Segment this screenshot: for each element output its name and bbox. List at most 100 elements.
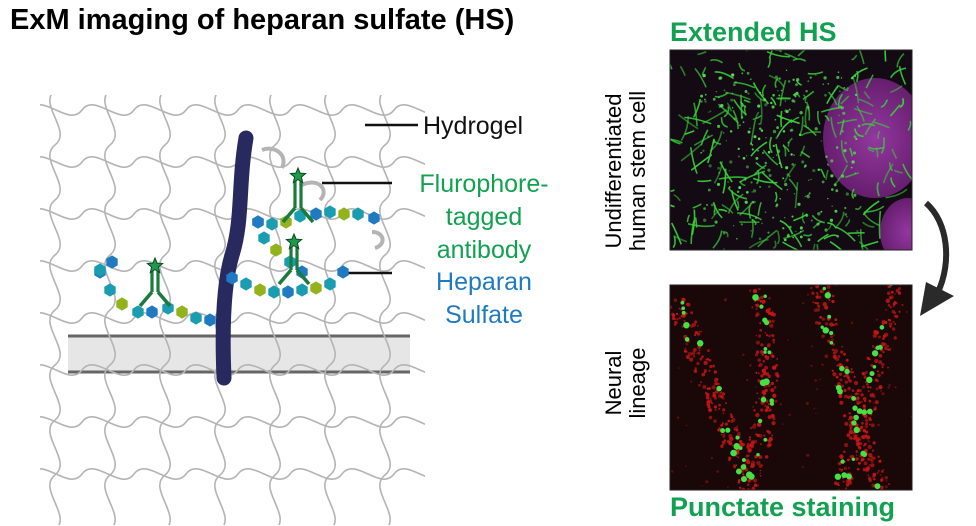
background-speck <box>802 302 805 305</box>
hs-speck <box>750 142 753 145</box>
hs-speck <box>791 215 794 218</box>
hs-speck <box>858 235 860 237</box>
neurite-speck <box>752 289 758 294</box>
hs-fiber <box>865 74 874 89</box>
hs-fiber <box>802 90 815 101</box>
neurite-speck <box>722 434 726 439</box>
neurite-speck <box>860 393 864 397</box>
neurite-speck <box>761 299 766 304</box>
hs-fiber <box>686 214 691 223</box>
hs-fiber <box>670 62 673 70</box>
hs-speck <box>708 164 712 168</box>
hs-speck <box>820 210 823 213</box>
hs-fiber <box>738 62 746 72</box>
hs-fiber <box>739 170 766 183</box>
neurite-speck <box>766 407 772 413</box>
hs-speck <box>784 100 787 102</box>
hs-sugar-bead <box>352 207 364 221</box>
hs-punctum <box>871 350 879 357</box>
hs-speck <box>764 103 768 107</box>
hs-fiber <box>736 200 740 209</box>
neurite-speck <box>838 372 843 376</box>
hs-punctum <box>839 365 845 372</box>
neurite-speck <box>857 392 860 396</box>
hs-punctum <box>756 452 760 457</box>
hs-speck <box>856 230 859 233</box>
hs-fiber <box>811 214 825 224</box>
neurite-speck <box>890 290 894 294</box>
hs-speck <box>803 166 806 168</box>
antibody-arms <box>281 206 315 224</box>
hs-fiber <box>858 98 874 107</box>
neurite-speck <box>838 468 842 471</box>
hs-punctum <box>730 449 737 457</box>
neurite-speck <box>714 382 718 386</box>
neurite-speck <box>888 296 893 300</box>
neurite-speck <box>884 475 889 480</box>
hs-speck <box>747 92 750 95</box>
neurite-speck <box>764 331 767 334</box>
hs-speck <box>775 204 778 208</box>
hs-speck <box>741 116 744 119</box>
hs-fiber <box>880 99 889 108</box>
neurite-speck <box>752 478 758 483</box>
neurite-speck <box>764 455 769 459</box>
neurite-speck <box>865 382 869 386</box>
background-speck <box>805 402 809 405</box>
hs-fiber <box>712 230 723 249</box>
hs-speck <box>857 124 861 128</box>
neurite-speck <box>832 372 837 377</box>
hs-sugar-bead <box>324 277 336 291</box>
neurite-speck <box>767 374 771 379</box>
neurite-speck <box>696 324 699 327</box>
neurite-speck <box>861 425 864 428</box>
hs-fiber <box>812 220 823 229</box>
background-speck <box>781 423 784 425</box>
neurite-speck <box>881 371 884 375</box>
hs-speck <box>823 76 827 80</box>
neurite-speck <box>720 433 723 436</box>
punctate-staining-heading: Punctate staining <box>670 492 896 522</box>
hs-fiber <box>750 218 754 238</box>
neurite-speck <box>847 386 851 391</box>
neurite-speck <box>759 475 762 477</box>
hs-speck <box>780 117 783 120</box>
neurite-speck <box>761 368 766 373</box>
hs-fiber <box>861 123 876 127</box>
neurite-speck <box>849 415 853 420</box>
neurite-speck <box>760 295 764 300</box>
hs-label-line2: Sulfate <box>445 301 523 329</box>
neurite-speck <box>884 332 889 337</box>
neurite-speck <box>707 408 713 413</box>
hs-speck <box>703 218 707 222</box>
neurite-speck <box>872 474 876 479</box>
background-speck <box>875 318 879 321</box>
neurite-speck <box>859 442 863 446</box>
neurite-speck <box>673 298 678 302</box>
hs-fiber <box>864 118 877 136</box>
hs-speck <box>733 117 737 121</box>
hs-speck <box>778 94 781 97</box>
neurite-speck <box>745 459 750 464</box>
hs-speck <box>795 230 797 233</box>
hs-fiber <box>776 119 793 138</box>
hs-fiber <box>801 212 806 224</box>
hs-fiber <box>839 119 845 136</box>
background-speck <box>885 479 888 482</box>
hs-fiber <box>782 241 800 250</box>
neurite-speck <box>706 357 710 361</box>
hs-fiber <box>896 53 905 68</box>
neurite-speck <box>718 394 722 398</box>
hs-sugar-bead <box>226 271 238 285</box>
hs-speck <box>704 98 706 101</box>
hs-fiber <box>684 116 712 125</box>
background-speck <box>779 403 783 406</box>
hs-sugar-bead <box>254 283 266 297</box>
hs-speck <box>737 155 741 158</box>
hs-speck <box>792 78 795 82</box>
neurite-speck <box>757 422 762 427</box>
neurite-speck <box>866 466 871 471</box>
neurite-speck <box>857 461 861 465</box>
neurite-speck <box>864 424 869 429</box>
hs-speck <box>777 90 779 92</box>
